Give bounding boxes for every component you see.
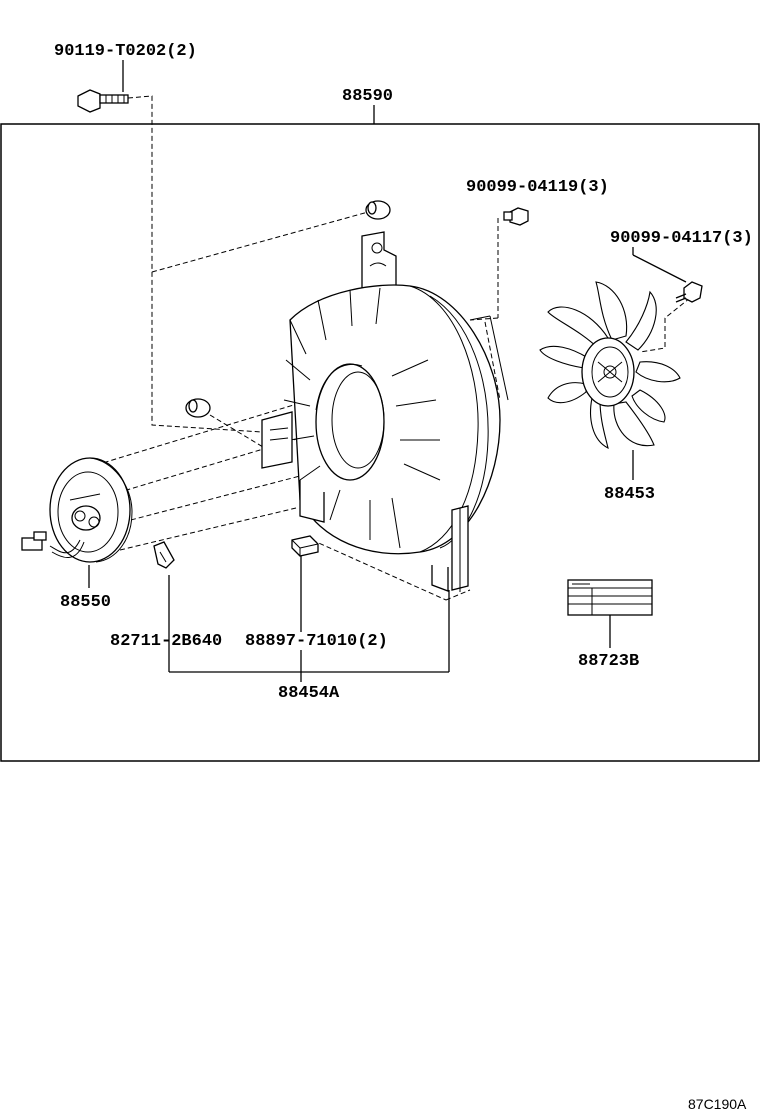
label-nut-a[interactable]: 90099-04119(3) bbox=[466, 178, 609, 197]
diagram-code: 87C190A bbox=[688, 1096, 747, 1112]
label-nut-b[interactable]: 90099-04117(3) bbox=[610, 229, 753, 248]
label-motor[interactable]: 88550 bbox=[60, 593, 111, 612]
fan-blade-assembly[interactable] bbox=[539, 281, 681, 450]
wire-clip-icon[interactable] bbox=[153, 541, 175, 569]
label-shroud[interactable]: 88590 bbox=[342, 87, 393, 106]
label-clip-b[interactable]: 88897-71010(2) bbox=[245, 632, 388, 651]
label-caution[interactable]: 88723B bbox=[578, 652, 639, 671]
nut-icon[interactable] bbox=[503, 207, 529, 226]
leader-lines bbox=[88, 60, 687, 682]
assembly-lines bbox=[95, 95, 691, 601]
label-sub-assy[interactable]: 88454A bbox=[278, 684, 340, 703]
bolt-icon[interactable] bbox=[77, 89, 129, 113]
label-bolt-top[interactable]: 90119-T0202(2) bbox=[54, 42, 197, 61]
grommet-icon[interactable] bbox=[365, 200, 391, 220]
cushion-clip-icon[interactable] bbox=[291, 535, 319, 557]
fan-shroud[interactable] bbox=[261, 231, 509, 592]
label-clip-a[interactable]: 82711-2B640 bbox=[110, 632, 222, 651]
grommet-icon[interactable] bbox=[185, 398, 211, 418]
screw-icon[interactable] bbox=[675, 281, 703, 303]
caution-label-plate[interactable] bbox=[567, 579, 653, 616]
label-fan[interactable]: 88453 bbox=[604, 485, 655, 504]
diagram-frame bbox=[0, 123, 760, 762]
fan-motor[interactable] bbox=[21, 457, 133, 563]
